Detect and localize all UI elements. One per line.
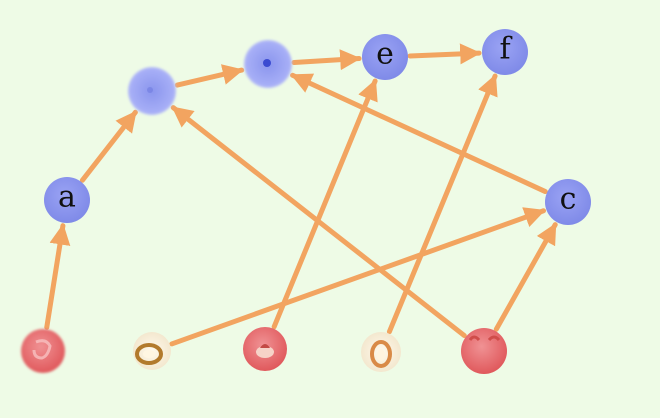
edge-s1-to-a [44,223,71,330]
source-node-5 [461,328,507,374]
node-a-label: a [58,180,76,215]
node-f: f [482,29,528,75]
node-b [128,67,176,115]
node-d [244,40,292,88]
edge-b-to-d [174,64,245,88]
source-node-2 [133,332,171,370]
edge-s3-to-e [271,78,378,330]
edge-s5-to-c [493,222,558,332]
edge-s5-to-b [170,105,467,339]
edge-d-to-e [291,49,362,71]
node-a: a [44,177,90,223]
edge-e-to-f [407,43,482,65]
node-e-label: e [376,37,394,72]
node-c-label: c [560,182,577,217]
edges-layer [44,43,558,347]
source-node-3 [243,327,287,371]
edge-s4-to-f [386,73,498,335]
node-e: e [362,34,408,80]
edge-s2-to-c [169,207,547,347]
source-node-4 [361,332,401,372]
node-f-label: f [499,32,512,67]
edge-a-to-b [79,109,138,183]
source-node-1 [21,329,65,373]
node-c: c [545,179,591,225]
edge-c-to-d [290,72,548,195]
